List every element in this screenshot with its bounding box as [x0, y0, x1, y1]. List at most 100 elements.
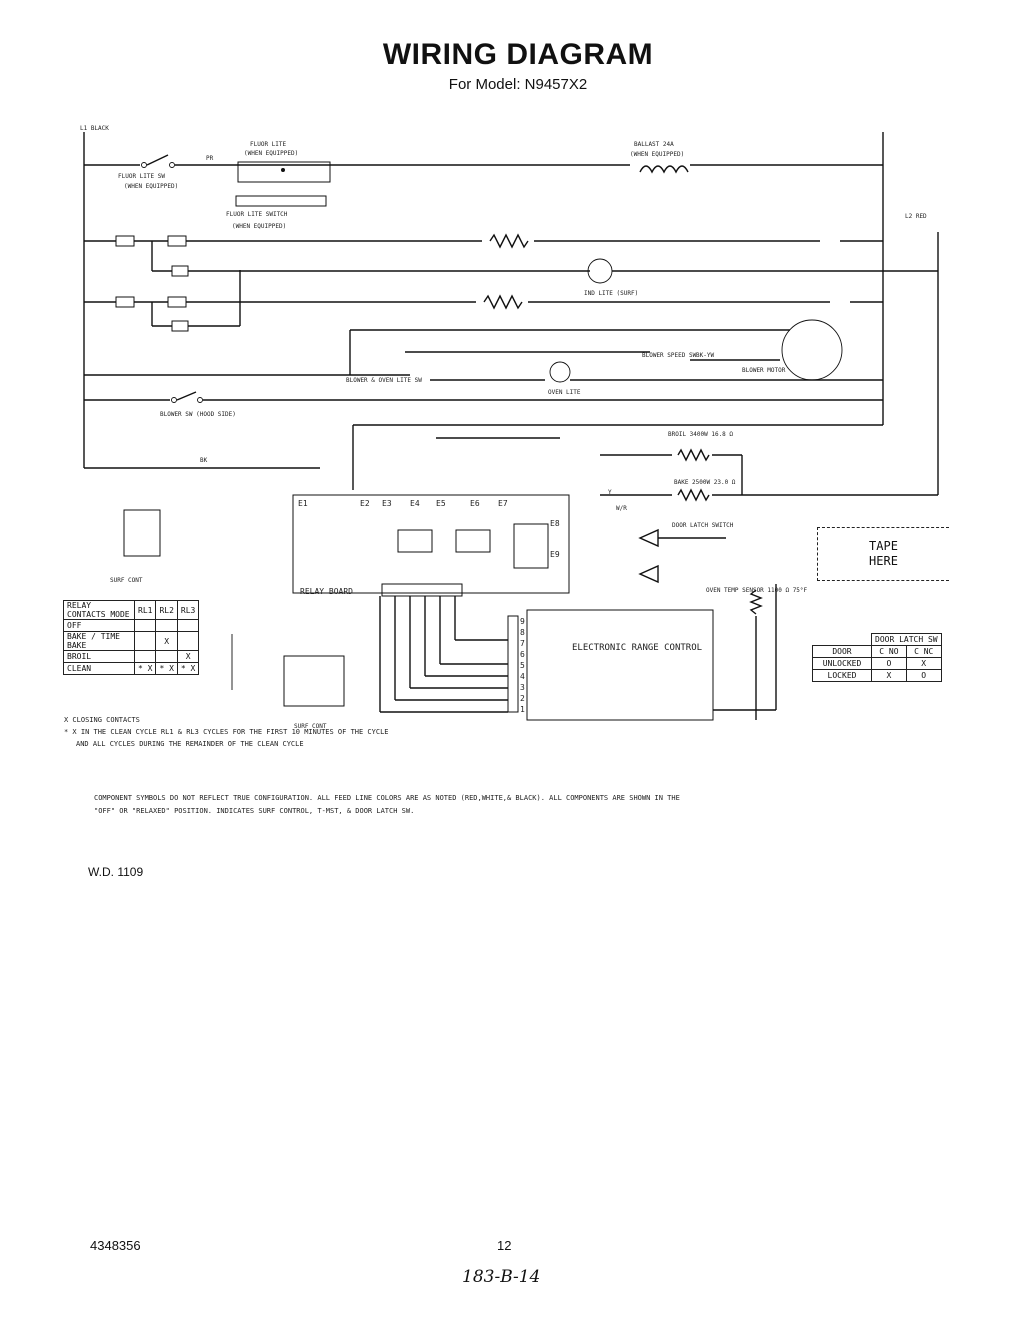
- erc-terminal-2: 2: [520, 694, 525, 703]
- electronic-range-control-box: [526, 609, 714, 721]
- broil-element-label: BROIL 3400W 16.8 Ω: [668, 431, 733, 438]
- table-row: CLEAN * X * X * X: [63, 662, 200, 675]
- relay-mode-clean: CLEAN: [63, 662, 135, 675]
- tape-here-box: TAPE HERE: [817, 527, 949, 581]
- relay-cell: [155, 619, 178, 632]
- relay-table-header: RELAY CONTACTS MODE RL1 RL2 RL3: [63, 600, 200, 620]
- relay-note-2: * X IN THE CLEAN CYCLE RL1 & RL3 CYCLES …: [64, 728, 389, 736]
- door-table-header: DOOR LATCH SW: [812, 633, 942, 646]
- model-subtitle: For Model: N9457X2: [448, 76, 588, 93]
- relay-note-1: X CLOSING CONTACTS: [64, 716, 140, 724]
- wiring-schematic: L1 BLACK L2 RED FLUOR LITE (WHEN EQUIPPE…: [80, 125, 939, 730]
- door-cell: X: [905, 657, 942, 670]
- terminal-e7: E7: [498, 499, 508, 508]
- table-row: BROIL X: [63, 650, 200, 663]
- wire-bk-label: BK: [200, 457, 208, 464]
- blower-motor-label: BLOWER MOTOR: [742, 367, 786, 374]
- relay-header-rl1: RL1: [133, 600, 157, 620]
- terminal-e3: E3: [382, 499, 392, 508]
- table-row: LOCKED X O: [812, 669, 942, 682]
- fluor-lite-switch-equipped: (WHEN EQUIPPED): [232, 223, 286, 230]
- table-row: UNLOCKED O X: [812, 657, 942, 670]
- relay-cell: [176, 631, 200, 651]
- footnote-line-2: "OFF" OR "RELAXED" POSITION. INDICATES S…: [94, 807, 415, 815]
- relay-cell: * X: [155, 662, 178, 675]
- l1-label: L1 BLACK: [80, 125, 109, 132]
- surf-cont-label-1: SURF CONT: [110, 577, 143, 584]
- relay-mode-bake: BAKE / TIME BAKE: [63, 631, 135, 651]
- page-title: WIRING DIAGRAM: [382, 38, 654, 71]
- terminal-e4: E4: [410, 499, 420, 508]
- bk-yw-label: BK-YW: [696, 352, 714, 359]
- page-number: 12: [497, 1238, 512, 1253]
- relay-cell: [155, 650, 178, 663]
- ind-lite-label: IND LITE (SURF): [584, 290, 638, 297]
- tape-line-2: HERE: [869, 554, 898, 568]
- door-header-blank: [812, 633, 872, 646]
- relay-cell: * X: [176, 662, 200, 675]
- relay-mode-off: OFF: [63, 619, 135, 632]
- document-number: 4348356: [90, 1238, 141, 1253]
- surf-cont-label-2: SURF CONT: [294, 723, 327, 730]
- l2-label: L2 RED: [905, 213, 927, 220]
- blower-sw-label: BLOWER SW (HOOD SIDE): [160, 411, 236, 418]
- terminal-e8: E8: [550, 519, 560, 528]
- door-cell: O: [871, 657, 907, 670]
- fluor-lite-label: FLUOR LITE: [250, 141, 287, 148]
- relay-header-mode: RELAY CONTACTS MODE: [63, 600, 135, 620]
- door-cell: O: [905, 669, 942, 682]
- relay-mode-broil: BROIL: [63, 650, 135, 663]
- handwritten-note: 183-B-14: [462, 1267, 541, 1287]
- fluor-lite-equipped: (WHEN EQUIPPED): [244, 150, 298, 157]
- erc-terminal-9: 9: [520, 617, 525, 626]
- terminal-e9: E9: [550, 550, 560, 559]
- relay-board: [292, 494, 570, 594]
- erc-terminal-1: 1: [520, 705, 525, 714]
- erc-terminal-3: 3: [520, 683, 525, 692]
- door-cell: X: [871, 669, 907, 682]
- bake-element-label: BAKE 2500W 23.0 Ω: [674, 479, 736, 486]
- fluor-lite-sw-label: FLUOR LITE SW: [118, 173, 165, 180]
- wire-pr-1: PR: [206, 155, 214, 162]
- blower-oven-sw-label: BLOWER & OVEN LITE SW: [346, 377, 422, 384]
- relay-cell: [133, 619, 157, 632]
- erc-terminal-7: 7: [520, 639, 525, 648]
- blower-speed-label: BLOWER SPEED SW: [642, 352, 697, 359]
- relay-cell: * X: [133, 662, 157, 675]
- erc-terminal-8: 8: [520, 628, 525, 637]
- fluor-lite-sw-equipped: (WHEN EQUIPPED): [124, 183, 178, 190]
- door-sub-no: C NO: [871, 645, 907, 658]
- door-sub-door: DOOR: [812, 645, 872, 658]
- door-header-title: DOOR LATCH SW: [871, 633, 942, 646]
- terminal-e2: E2: [360, 499, 370, 508]
- terminal-e1: E1: [298, 499, 308, 508]
- fluor-lite-switch-label: FLUOR LITE SWITCH: [226, 211, 288, 218]
- ballast-label: BALLAST 24A: [634, 141, 674, 148]
- wd-number: W.D. 1109: [88, 865, 144, 879]
- relay-contacts-table: RELAY CONTACTS MODE RL1 RL2 RL3 OFF BAKE…: [63, 600, 200, 675]
- wire-y-label: Y: [608, 489, 612, 496]
- oven-temp-sensor-label: OVEN TEMP SENSOR 1100 Ω 75°F: [706, 587, 808, 594]
- tape-line-1: TAPE: [869, 539, 898, 553]
- door-state-unlocked: UNLOCKED: [812, 657, 872, 670]
- door-state-locked: LOCKED: [812, 669, 872, 682]
- oven-lite-label: OVEN LITE: [548, 389, 581, 396]
- footnote-line-1: COMPONENT SYMBOLS DO NOT REFLECT TRUE CO…: [94, 794, 680, 802]
- door-table-sub: DOOR C NO C NC: [812, 645, 942, 658]
- erc-terminal-6: 6: [520, 650, 525, 659]
- door-latch-switch-label: DOOR LATCH SWITCH: [672, 522, 734, 529]
- relay-cell: X: [155, 631, 178, 651]
- terminal-e6: E6: [470, 499, 480, 508]
- erc-terminal-5: 5: [520, 661, 525, 670]
- relay-board-label: RELAY BOARD: [300, 587, 353, 596]
- erc-terminal-4: 4: [520, 672, 525, 681]
- board-terminals-top: E1 E2 E3 E4 E5 E6 E7 E8 E9: [298, 499, 560, 559]
- relay-note-3: AND ALL CYCLES DURING THE REMAINDER OF T…: [76, 740, 304, 748]
- relay-header-rl3: RL3: [176, 600, 200, 620]
- erc-label: ELECTRONIC RANGE CONTROL: [572, 643, 702, 653]
- relay-cell: [176, 619, 200, 632]
- relay-cell: [133, 650, 157, 663]
- door-sub-nc: C NC: [905, 645, 942, 658]
- relay-header-rl2: RL2: [155, 600, 178, 620]
- table-row: BAKE / TIME BAKE X: [63, 631, 200, 651]
